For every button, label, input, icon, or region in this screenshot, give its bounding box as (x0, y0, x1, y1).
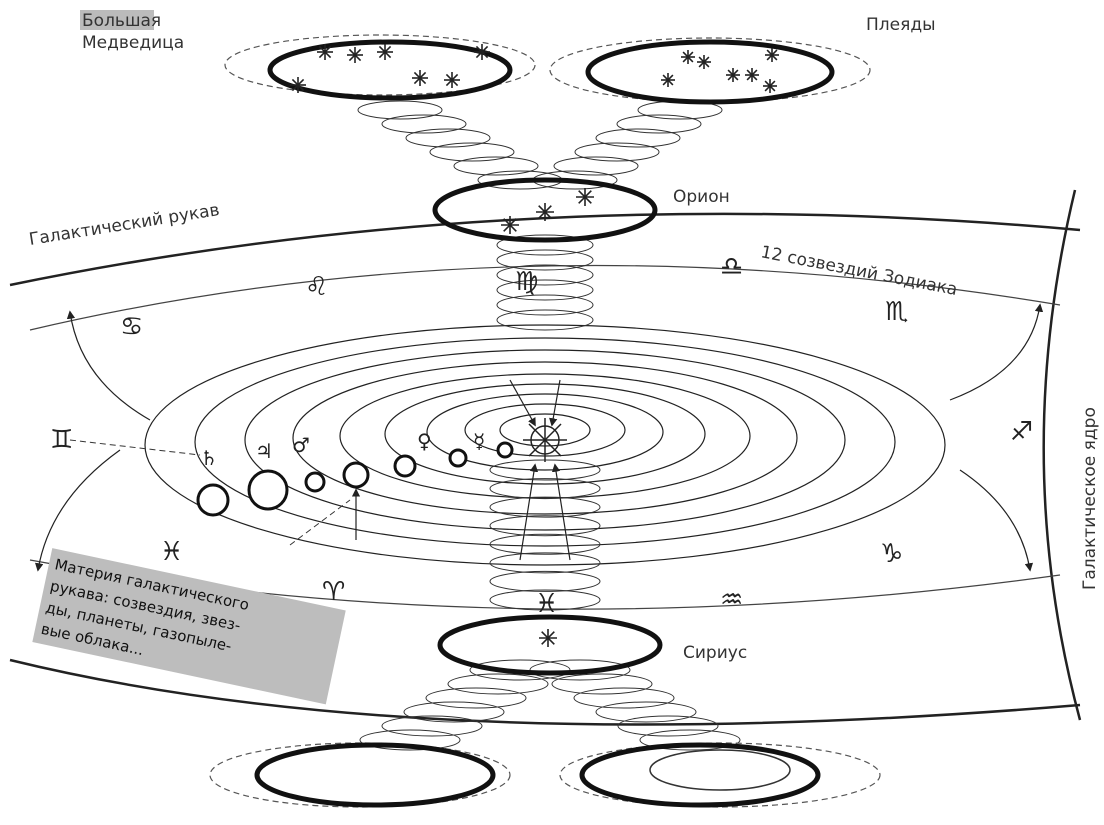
planet-venus (498, 443, 512, 457)
bottom-right-outer-ring (560, 743, 880, 807)
pleiades-label: Плеяды (866, 15, 936, 35)
spiral-loop (426, 688, 526, 708)
star-icon (536, 203, 554, 221)
stars-group (290, 44, 779, 647)
star-icon (576, 188, 594, 206)
spiral-loop (448, 674, 548, 694)
zodiac-gemini-icon: ♊ (50, 425, 73, 455)
zodiac-libra-icon: ♎ (720, 252, 743, 282)
spiral-loop (490, 553, 600, 573)
arm-matter-note: Материя галактического рукава: созвездия… (32, 548, 345, 704)
spiral-loop (490, 479, 600, 499)
zodiac-aquarius-icon: ♒ (720, 585, 743, 615)
star-icon (501, 216, 519, 234)
bottom-right-ring (582, 745, 818, 805)
star-icon (377, 44, 393, 60)
gemini-guide-line (70, 440, 200, 455)
spiral-loop (497, 265, 593, 285)
pleiades-ring (588, 42, 832, 102)
flow-arrow-down-right (552, 380, 560, 425)
zodiac-capricorn-icon: ♑ (880, 539, 903, 569)
spiral-loop (490, 516, 600, 536)
spiral-loop (497, 250, 593, 270)
zodiac-virgo-icon: ♍ (515, 267, 538, 297)
spiral-loop (497, 280, 593, 300)
bottom-right-inner-ring (650, 750, 790, 790)
spiral-loop (490, 534, 600, 554)
zodiac-cancer-icon: ♋ (120, 312, 143, 342)
zodiac-leo-icon: ♌ (305, 272, 328, 302)
planet-mars (395, 456, 415, 476)
spiral-loop (574, 688, 674, 708)
ursa-major-label-line2: Медведица (82, 33, 184, 53)
zodiac-pisces-icon: ♓ (160, 537, 183, 567)
galactic-core-label: Галактическое ядро (1080, 407, 1100, 590)
planet-saturn (306, 473, 324, 491)
star-icon (726, 68, 740, 82)
zodiac-aries-icon: ♈ (322, 577, 345, 607)
ursa-major-label-line1: Большая (82, 11, 161, 31)
zodiac-arrow-left-down (38, 450, 120, 570)
zodiac-pisces-center-icon: ♓ (535, 589, 558, 619)
ursa-major-ring (270, 42, 510, 98)
star-icon (539, 629, 557, 647)
zodiac-arrow-right-down (960, 470, 1030, 570)
planet-jupiter (344, 463, 368, 487)
planet-uranus (249, 471, 287, 509)
sirius-ring (440, 617, 660, 673)
spiral-loop (552, 674, 652, 694)
mars-symbol-icon: ♂ (292, 433, 310, 457)
sirius-label: Сириус (683, 643, 747, 663)
spiral-loop (497, 295, 593, 315)
saturn-symbol-icon: ♄ (200, 446, 218, 470)
star-icon (444, 72, 460, 88)
planet-earth (450, 450, 466, 466)
bottom-left-ring (257, 745, 493, 805)
star-icon (347, 47, 363, 63)
galactic-arm-label: Галактический рукав (28, 200, 221, 250)
orion-label: Орион (673, 187, 730, 207)
spiral-loop (596, 702, 696, 722)
spiral-loop (618, 716, 718, 736)
planet-guide-line (290, 500, 350, 545)
star-icon (474, 44, 490, 60)
star-icon (697, 55, 711, 69)
star-icon (745, 68, 759, 82)
star-icon (765, 48, 779, 62)
zodiac-arrow-right-up (950, 305, 1040, 400)
spiral-loop (497, 310, 593, 330)
jupiter-symbol-icon: ♃ (255, 439, 273, 463)
star-icon (681, 50, 695, 64)
planet-neptune (198, 485, 228, 515)
mercury-symbol-icon: ☿ (473, 429, 485, 453)
pleiades-outer-ring (550, 38, 870, 102)
star-icon (763, 79, 777, 93)
venus-symbol-icon: ♀ (417, 429, 432, 453)
zodiac-label: 12 созвездий Зодиака (759, 242, 959, 300)
star-icon (412, 70, 428, 86)
star-icon (661, 73, 675, 87)
zodiac-scorpio-icon: ♏ (885, 297, 908, 327)
sun-icon (523, 418, 567, 462)
galactic-core-edge (1044, 190, 1080, 720)
zodiac-sagittarius-icon: ♐ (1010, 417, 1033, 447)
